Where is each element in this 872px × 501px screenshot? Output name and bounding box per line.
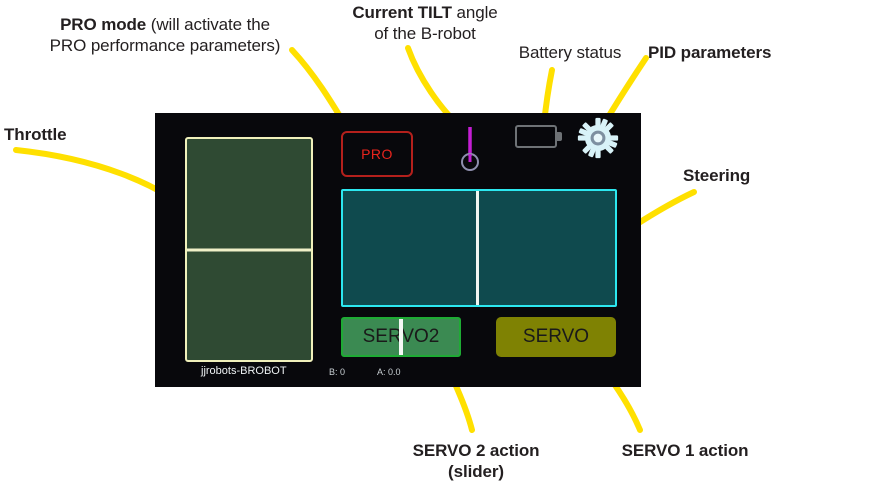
annotation-servo2-line1: SERVO 2 action <box>412 441 540 460</box>
status-b-value: B: 0 <box>329 367 346 377</box>
annotation-servo2: SERVO 2 action (slider) <box>372 440 580 483</box>
annotation-tilt-rest: angle <box>451 3 498 22</box>
annotation-servo1: SERVO 1 action <box>621 441 749 460</box>
annotation-servo2-line2: (slider) <box>448 462 504 482</box>
battery-icon[interactable] <box>515 125 563 149</box>
status-a-value: A: 0.0 <box>377 367 401 377</box>
annotation-pro-mode-bold: PRO mode <box>60 15 147 34</box>
pro-mode-button-label: PRO <box>361 146 393 162</box>
annotation-throttle: Throttle <box>4 125 67 144</box>
steering-pad[interactable] <box>341 189 617 307</box>
annotation-tilt-bold: Current TILT <box>352 3 452 22</box>
annotation-pid-parameters: PID parameters <box>648 43 772 62</box>
servo2-slider-handle[interactable] <box>398 319 403 355</box>
battery-terminal <box>557 132 562 141</box>
battery-body <box>515 125 557 148</box>
annotation-steering: Steering <box>683 166 751 185</box>
annotation-pro-mode-line2: PRO performance parameters) <box>49 36 281 56</box>
steering-center-divider <box>476 191 480 305</box>
annotation-tilt-line2: of the B-robot <box>374 24 476 44</box>
status-bar: jjrobots-BROBOT B: 0 A: 0.0 <box>155 363 641 385</box>
annotation-tilt: Current TILT angle of the B-robot <box>325 2 525 45</box>
pro-mode-button[interactable]: PRO <box>341 131 413 177</box>
servo1-label: SERVO <box>522 326 590 347</box>
throttle-center-divider <box>187 248 311 251</box>
annotation-battery-status: Battery status <box>518 43 622 62</box>
robot-controller-screen: PRO <box>155 113 641 387</box>
throttle-pad[interactable] <box>185 137 313 362</box>
tilt-indicator-icon <box>461 127 479 171</box>
annotation-pro-mode: PRO mode (will activate the PRO performa… <box>20 14 310 57</box>
servo1-button[interactable]: SERVO <box>496 317 616 357</box>
annotation-pro-mode-rest: (will activate the <box>146 15 270 34</box>
gear-icon[interactable] <box>577 117 619 159</box>
status-device-name: jjrobots-BROBOT <box>201 365 287 377</box>
